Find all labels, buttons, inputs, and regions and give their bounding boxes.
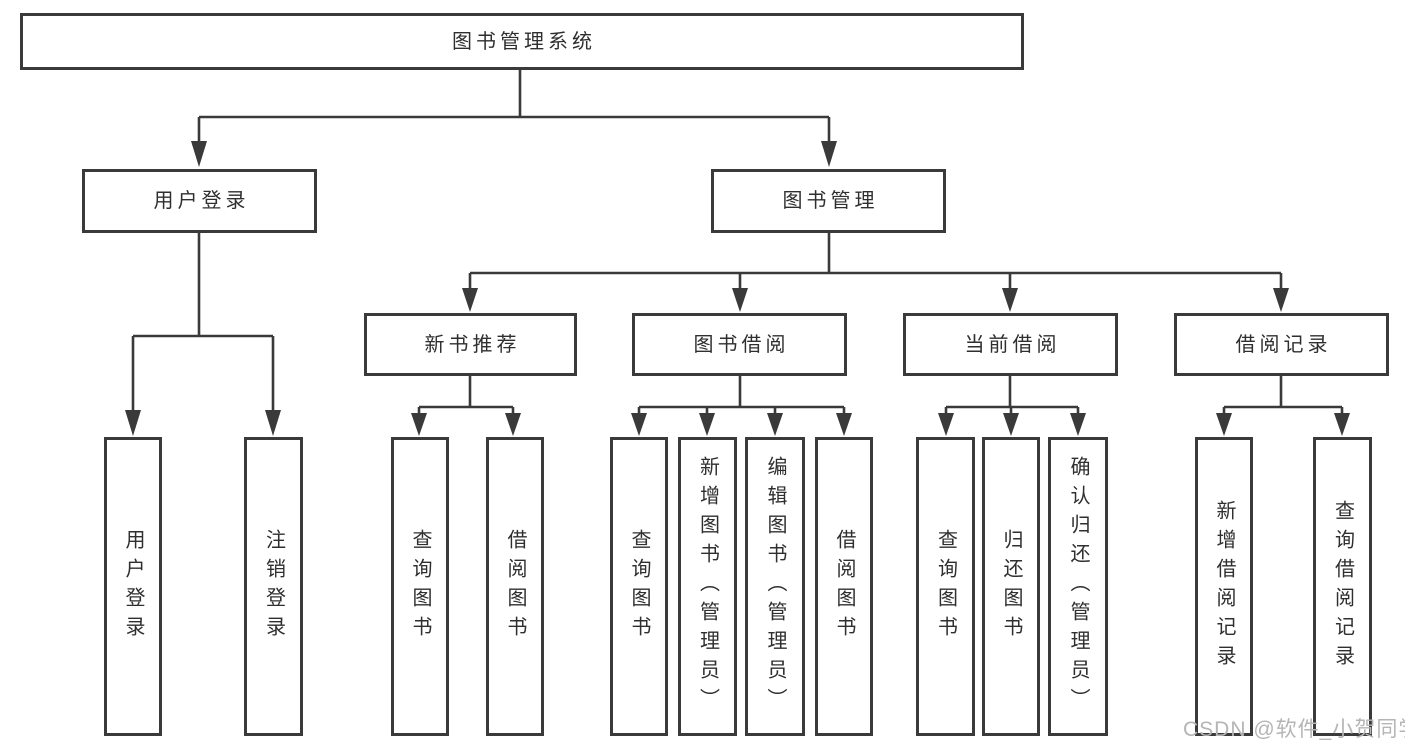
arrow-icon	[505, 413, 521, 436]
arrow-icon	[631, 413, 647, 436]
node-book-management-branch: 图书管理	[711, 169, 946, 233]
arrow-icon	[462, 288, 478, 312]
node-new-book-recommend: 新书推荐	[364, 313, 577, 376]
arrow-icon	[821, 141, 837, 167]
node-add-borrow-record: 新增借阅记录	[1195, 437, 1253, 736]
arrow-icon	[836, 413, 852, 436]
arrow-icon	[767, 413, 783, 436]
arrowheads	[125, 141, 1350, 436]
arrow-icon	[265, 410, 281, 436]
node-library-management-system: 图书管理系统	[20, 13, 1024, 70]
arrow-icon	[699, 413, 715, 436]
arrow-icon	[1003, 413, 1019, 436]
arrow-icon	[1334, 413, 1350, 436]
arrow-icon	[1002, 288, 1018, 312]
node-query-books-current: 查询图书	[916, 437, 975, 736]
node-confirm-return-admin: 确认归还（管理员）	[1048, 437, 1108, 736]
arrow-icon	[732, 288, 748, 312]
arrow-icon	[411, 413, 427, 436]
node-borrow-books-recommend: 借阅图书	[486, 437, 544, 736]
node-current-borrow: 当前借阅	[903, 313, 1118, 376]
arrow-icon	[1273, 288, 1289, 312]
connector-paths	[131, 70, 1344, 415]
node-book-borrow: 图书借阅	[632, 313, 847, 376]
arrow-icon	[1216, 413, 1232, 436]
node-borrow-books-borrow: 借阅图书	[815, 437, 873, 736]
arrow-icon	[1070, 413, 1086, 436]
node-user-login-branch: 用户登录	[82, 169, 317, 233]
arrow-icon	[191, 141, 207, 167]
arrow-icon	[125, 410, 141, 436]
node-edit-books-admin: 编辑图书（管理员）	[745, 437, 805, 736]
arrow-icon	[938, 413, 954, 436]
node-user-login-leaf: 用户登录	[104, 437, 162, 736]
node-query-books-borrow: 查询图书	[610, 437, 668, 736]
node-borrow-records: 借阅记录	[1174, 313, 1389, 376]
node-add-books-admin: 新增图书（管理员）	[678, 437, 737, 736]
node-query-books-recommend: 查询图书	[391, 437, 449, 736]
node-query-borrow-record: 查询借阅记录	[1313, 437, 1372, 736]
node-return-books: 归还图书	[982, 437, 1040, 736]
csdn-watermark: CSDN @软件_小贺同学	[1183, 718, 1405, 741]
node-logout: 注销登录	[244, 437, 303, 736]
